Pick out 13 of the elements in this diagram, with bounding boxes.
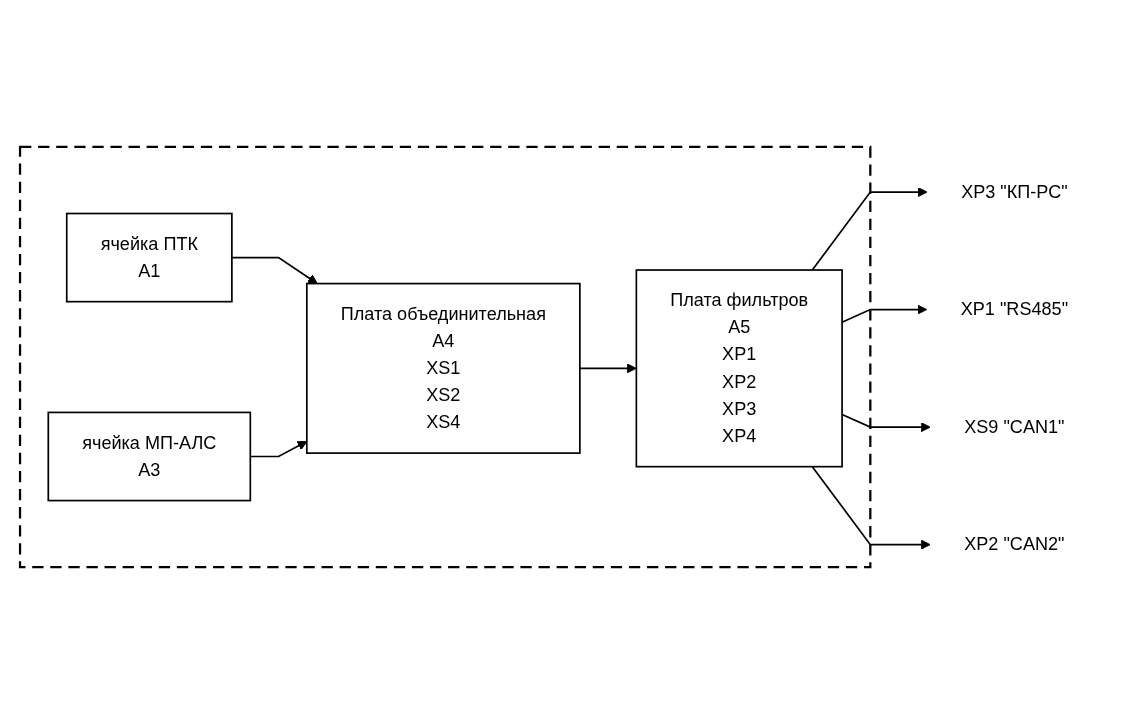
node-text: XP3 "КП-РС" bbox=[961, 181, 1068, 201]
node-box: Плата объединительная A4 XS1 XS2 XS4 bbox=[305, 282, 581, 454]
arrow bbox=[231, 256, 318, 284]
node-box: ячейка МП-АЛС A3 bbox=[47, 411, 252, 501]
node-box: Плата фильтров A5 XP1 XP2 XP3 XP4 bbox=[635, 268, 843, 467]
node-text: XS9 "CAN1" bbox=[964, 416, 1065, 436]
node-text: XP2 "CAN2" bbox=[964, 533, 1065, 554]
arrow bbox=[579, 362, 637, 373]
arrow bbox=[811, 186, 928, 271]
node-box: ячейка ПТК A1 bbox=[65, 212, 233, 303]
node-text: XP1 "RS485" bbox=[960, 298, 1069, 319]
cluster bbox=[18, 145, 872, 568]
arrow bbox=[811, 465, 931, 550]
